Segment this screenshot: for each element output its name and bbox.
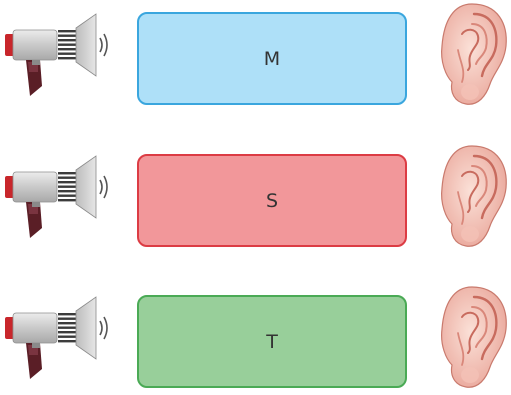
channel-row: T — [0, 283, 511, 393]
ear-icon — [432, 142, 510, 250]
megaphone-icon — [4, 10, 112, 102]
ear-icon — [432, 0, 510, 108]
channel-row: M — [0, 0, 511, 110]
channel-box-s: S — [137, 154, 407, 247]
channel-box-m: M — [137, 12, 407, 105]
channel-label: S — [265, 189, 279, 212]
ear-icon — [432, 283, 510, 391]
megaphone-icon — [4, 293, 112, 385]
channel-box-t: T — [137, 295, 407, 388]
channel-row: S — [0, 142, 511, 252]
megaphone-icon — [4, 152, 112, 244]
channel-label: T — [266, 330, 278, 353]
channel-label: M — [263, 47, 281, 70]
